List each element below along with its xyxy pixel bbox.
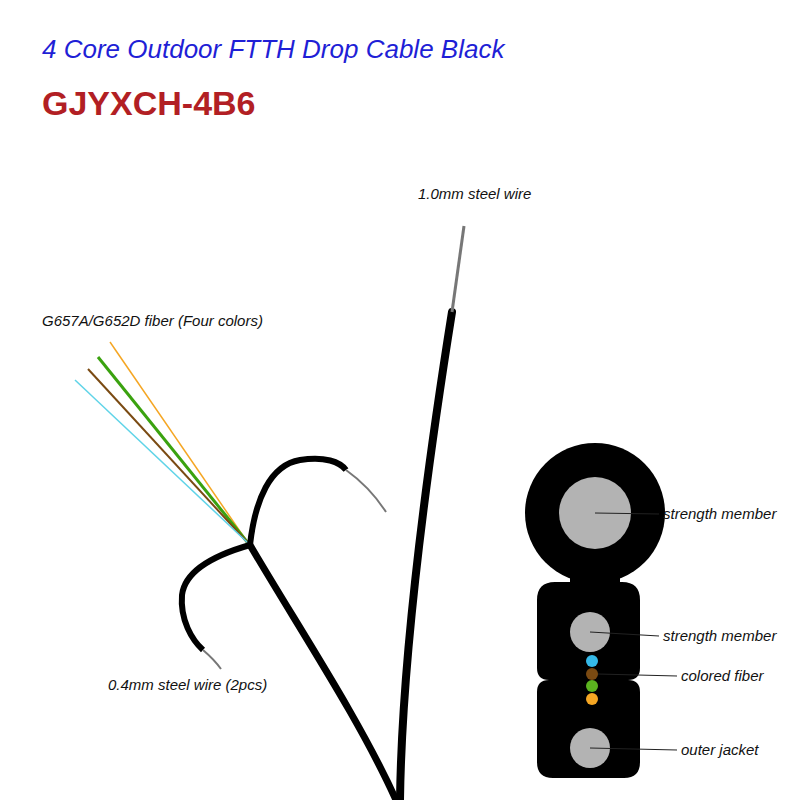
leader-line [595, 513, 659, 514]
steel-wire-04-upper [346, 470, 386, 512]
fiber-green [98, 357, 248, 543]
main-cable [400, 312, 452, 800]
leader-line [590, 632, 659, 636]
part-label: colored fiber [681, 667, 764, 684]
part-label: outer jacket [681, 741, 759, 758]
part-label: strength member [663, 627, 776, 644]
title: 4 Core Outdoor FTTH Drop Cable Black [42, 34, 504, 65]
part-label: 0.4mm steel wire (2pcs) [108, 676, 267, 693]
fiber-cyan [75, 380, 248, 543]
fiber-orange [110, 342, 248, 543]
part-label: G657A/G652D fiber (Four colors) [42, 312, 263, 329]
cross-section [525, 443, 665, 778]
model-code: GJYXCH-4B6 [42, 84, 256, 123]
leader-line [598, 674, 677, 676]
part-label: strength member [663, 505, 776, 522]
fiber-brown [88, 369, 248, 543]
steel-wire-1mm [452, 226, 464, 312]
drop-loop-upper [250, 459, 346, 545]
part-label: 1.0mm steel wire [418, 185, 531, 202]
steel-wire-04-lower [203, 650, 221, 669]
drop-loop-lower [182, 545, 250, 650]
drop-cable-branch [250, 545, 396, 800]
leader-line [590, 748, 677, 750]
